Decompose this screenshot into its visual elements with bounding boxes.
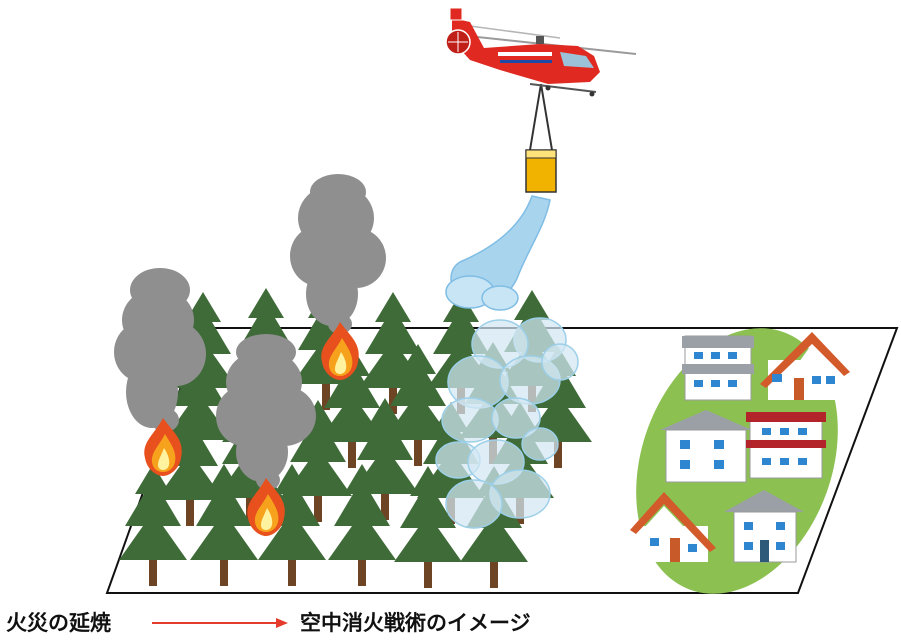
smoke-icon <box>114 268 206 432</box>
water-stream <box>445 195 551 311</box>
house-icon <box>660 410 752 483</box>
house-icon <box>630 492 716 562</box>
smoke-icon <box>290 174 386 334</box>
building-icon <box>746 412 826 479</box>
residential-area <box>630 328 850 594</box>
house-icon <box>724 490 804 563</box>
water-bucket-icon <box>525 83 557 193</box>
helicopter-icon <box>445 7 637 97</box>
water-mist <box>435 317 579 529</box>
caption-fire-spread: 火災の延焼 <box>6 611 111 635</box>
smoke-icon <box>216 334 316 490</box>
arrow-right-icon <box>152 618 288 628</box>
caption-aerial-firefighting: 空中消火戦術のイメージ <box>300 611 531 635</box>
house-icon <box>760 332 850 400</box>
building-icon <box>682 335 754 401</box>
